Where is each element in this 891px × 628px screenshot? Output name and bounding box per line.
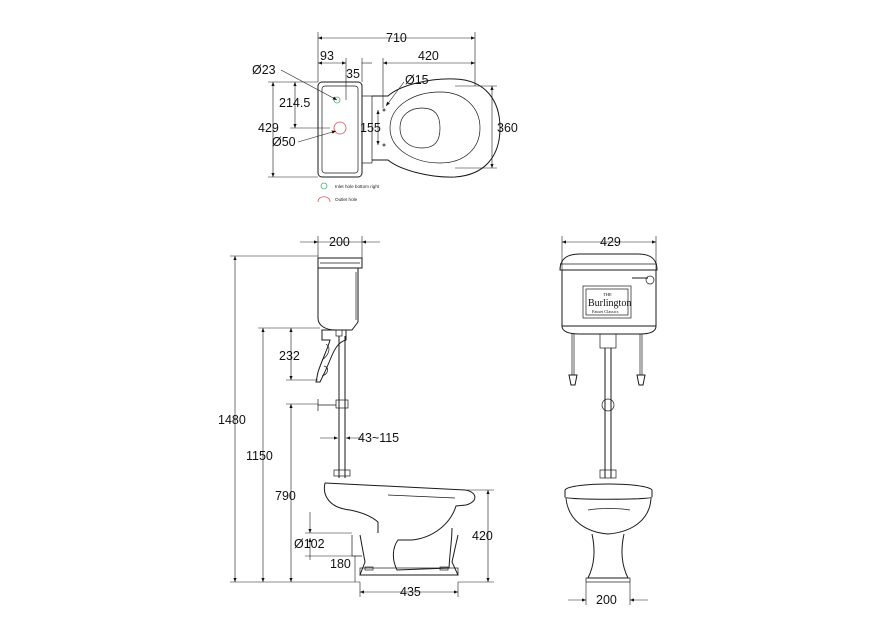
legend-inlet-text: Inlet hole bottom right bbox=[335, 184, 380, 189]
tank-inner-label: 35 bbox=[346, 67, 360, 81]
front-cistern: THE Burlington Fauset Classics bbox=[559, 253, 658, 335]
inlet-hole-marker bbox=[333, 96, 341, 104]
legend-outlet-swatch bbox=[317, 196, 331, 203]
fix-dia-label: Ø15 bbox=[405, 73, 429, 87]
front-pan bbox=[564, 483, 653, 583]
legend: Inlet hole bottom right Outlet hole bbox=[317, 182, 380, 203]
pipe-height-label: 790 bbox=[275, 489, 296, 503]
front-chains bbox=[568, 334, 646, 386]
tank-offset-label: 93 bbox=[320, 49, 334, 63]
front-tank-width-label: 429 bbox=[600, 235, 621, 249]
side-view: 200 1480 1150 790 232 43~115 420 bbox=[218, 235, 494, 599]
front-view: THE Burlington Fauset Classics bbox=[559, 235, 658, 607]
base-depth-label: 435 bbox=[400, 585, 421, 599]
outlet-height-label: 180 bbox=[330, 557, 351, 571]
pipe-range-label: 43~115 bbox=[358, 431, 399, 445]
inlet-pos-label: 214.5 bbox=[279, 96, 310, 110]
bracket-label: 232 bbox=[279, 349, 300, 363]
fix-spacing-label: 155 bbox=[360, 121, 381, 135]
plan-bowl bbox=[372, 78, 501, 178]
bowl-length-label: 420 bbox=[418, 49, 439, 63]
side-bracket bbox=[315, 329, 347, 383]
outlet-dia-side-label: Ø102 bbox=[294, 537, 325, 551]
side-dimensions: 200 1480 1150 790 232 43~115 420 bbox=[218, 235, 494, 599]
side-flush-pipe bbox=[317, 336, 351, 478]
cistern-bottom-label: 1150 bbox=[246, 449, 273, 463]
side-tank-width-label: 200 bbox=[329, 235, 350, 249]
brand-sub: Fauset Classics bbox=[592, 309, 619, 314]
plan-view: 710 93 35 420 Ø23 Ø15 429 214.5 Ø50 bbox=[252, 31, 518, 203]
front-base-width-label: 200 bbox=[596, 593, 617, 607]
plan-dimensions: 710 93 35 420 Ø23 Ø15 429 214.5 Ø50 bbox=[252, 31, 518, 178]
legend-outlet-text: Outlet hole bbox=[335, 197, 358, 202]
bowl-width-label: 360 bbox=[497, 121, 518, 135]
total-height-label: 1480 bbox=[218, 413, 246, 427]
plan-tank bbox=[317, 81, 373, 178]
side-cistern bbox=[317, 257, 363, 331]
outlet-hole-marker bbox=[333, 121, 347, 135]
legend-inlet-swatch bbox=[320, 182, 328, 190]
brand-name: Burlington bbox=[588, 298, 631, 309]
outlet-dia-label: Ø50 bbox=[272, 135, 296, 149]
front-flush-pipe bbox=[599, 333, 617, 479]
pan-height-label: 420 bbox=[472, 529, 493, 543]
side-pan bbox=[323, 482, 476, 576]
inlet-dia-label: Ø23 bbox=[252, 63, 276, 77]
plan-width-label: 710 bbox=[386, 31, 407, 45]
front-dimensions: 429 200 bbox=[561, 235, 657, 607]
brand-top: THE bbox=[603, 292, 612, 297]
tank-depth-label: 429 bbox=[258, 121, 279, 135]
